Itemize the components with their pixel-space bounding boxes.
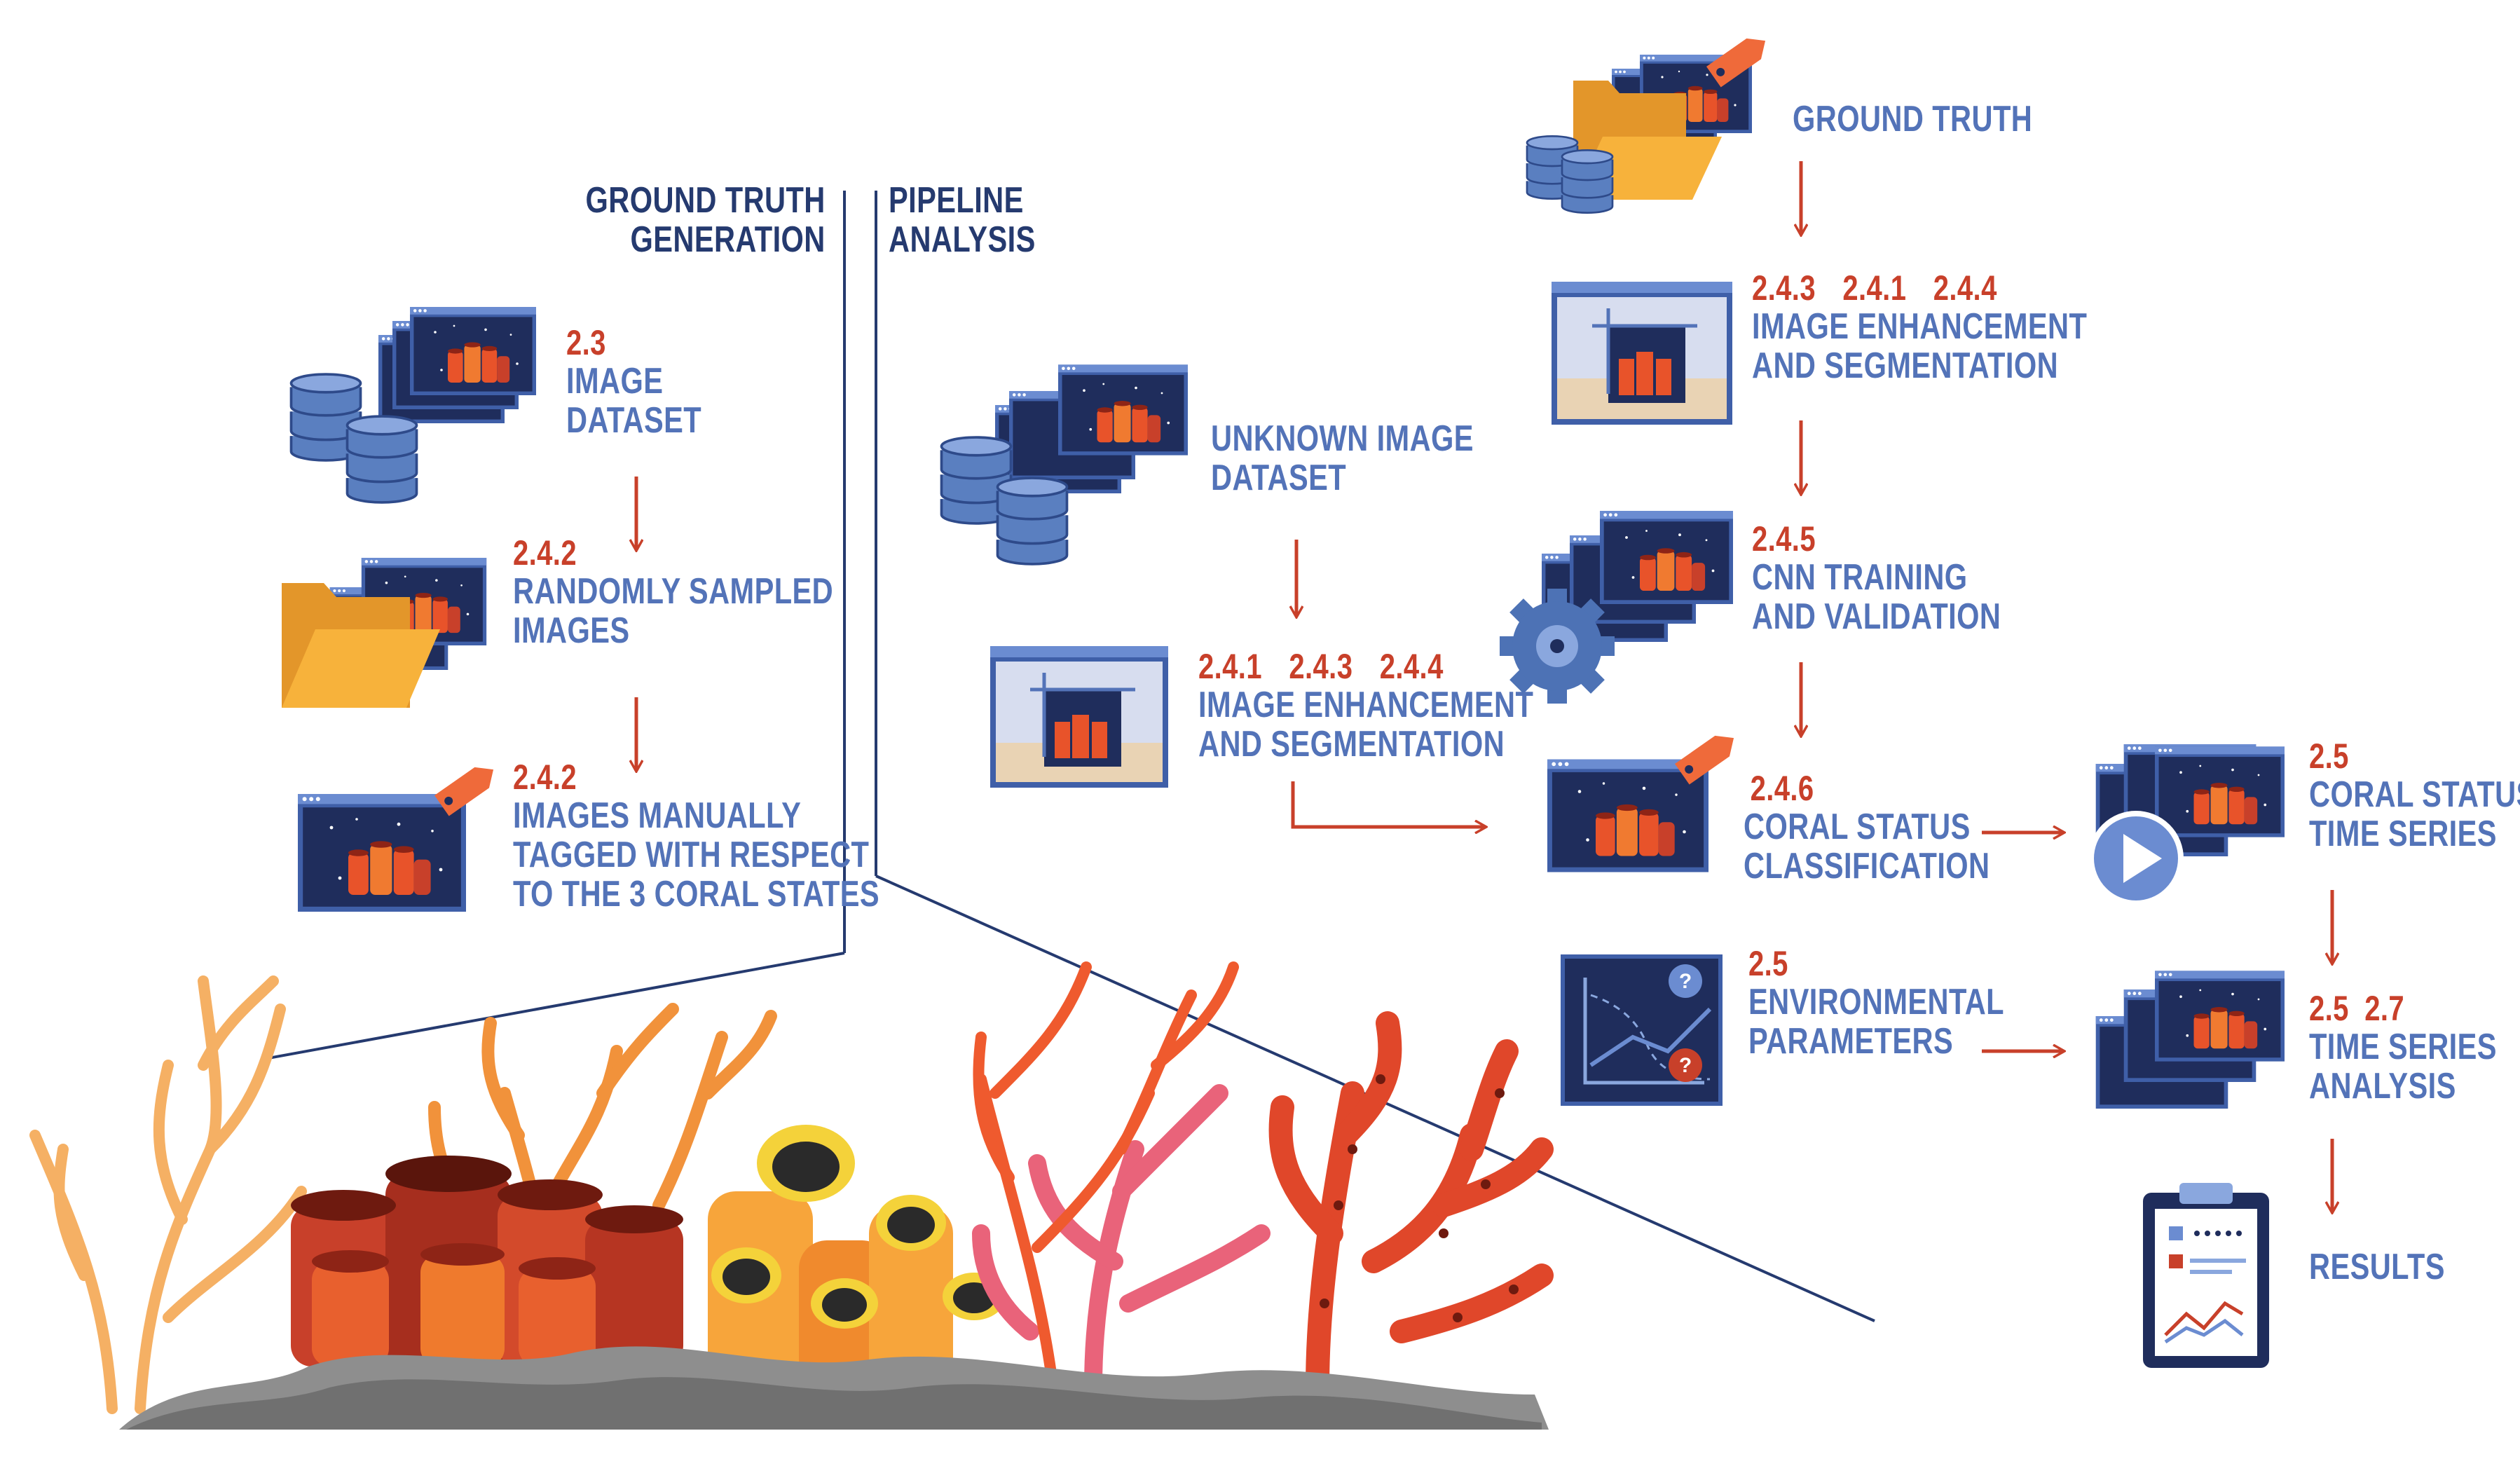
randomly-sampled-block: 2.4.2 RANDOMLY SAMPLED IMAGES <box>513 534 833 650</box>
clipboard-report-icon <box>2143 1183 2269 1368</box>
folder-images-icon <box>282 558 486 708</box>
section-numbers: 2.4.3 2.4.1 2.4.4 <box>1752 269 2087 307</box>
section-number: 2.4.4 <box>1933 268 1997 308</box>
section-number: 2.4.2 <box>513 758 577 797</box>
label-line: IMAGE ENHANCEMENT <box>1198 685 1534 725</box>
section-numbers: 2.4.1 2.4.3 2.4.4 <box>1198 648 1533 685</box>
ground-truth-label: GROUND TRUTH <box>1793 99 2033 139</box>
right-enhancement-block: 2.4.3 2.4.1 2.4.4 IMAGE ENHANCEMENT AND SE… <box>1752 269 2087 385</box>
section-number: 2.4.2 <box>513 533 577 573</box>
environmental-block: 2.5 ENVIRONMENTAL PARAMETERS <box>1748 945 2004 1061</box>
label-line: IMAGES MANUALLY <box>513 795 802 836</box>
coral-reef-illustration <box>29 961 1554 1430</box>
label-line: ENVIRONMENTAL <box>1748 982 2004 1022</box>
header-pipeline-line2: ANALYSIS <box>889 219 1036 261</box>
cnn-block: 2.4.5 CNN TRAINING AND VALIDATION <box>1752 520 2001 636</box>
play-images-icon <box>2088 744 2285 906</box>
section-number: 2.3 <box>566 323 606 362</box>
label-line: TO THE 3 CORAL STATES <box>513 874 880 915</box>
tagged-image-icon <box>298 767 494 912</box>
section-number: 2.5 <box>1748 944 1788 983</box>
label-line: TIME SERIES <box>2309 814 2497 855</box>
header-ground-truth-line1: GROUND TRUTH <box>585 180 826 221</box>
section-number: 2.4.3 <box>1289 647 1353 686</box>
label-line: IMAGE <box>566 361 664 402</box>
svg-text:?: ? <box>1679 970 1692 993</box>
manually-tagged-block: 2.4.2 IMAGES MANUALLY TAGGED WITH RESPEC… <box>513 758 879 914</box>
label-line: AND VALIDATION <box>1752 596 2001 638</box>
label-line: TIME SERIES <box>2309 1027 2497 1067</box>
section-number: 2.4.1 <box>1198 647 1262 686</box>
section-number: 2.4.3 <box>1752 268 1816 308</box>
classification-tagged-icon <box>1547 735 1734 872</box>
flow-arrows <box>636 161 2332 1212</box>
unknown-dataset-icon <box>940 364 1189 566</box>
label-line: CNN TRAINING <box>1752 557 1968 598</box>
image-dataset-icon <box>289 307 537 504</box>
section-numbers: 2.5 2.7 <box>2309 989 2497 1027</box>
label-line: ANALYSIS <box>2309 1066 2456 1107</box>
label-line: UNKNOWN IMAGE <box>1211 418 1474 459</box>
time-series-block: 2.5 CORAL STATUS TIME SERIES <box>2309 737 2520 854</box>
gear-images-icon <box>1500 511 1733 704</box>
section-number: 2.5 <box>2309 737 2349 776</box>
section-number: 2.7 <box>2364 989 2405 1028</box>
label-line: AND SEGMENTATION <box>1198 724 1505 765</box>
section-number: 2.4.4 <box>1379 647 1444 686</box>
header-ground-truth-line2: GENERATION <box>630 219 826 261</box>
arrow-enhancement-to-classification <box>1291 781 1486 827</box>
segmentation-window-icon-left <box>990 646 1168 788</box>
section-number: 2.4.5 <box>1752 519 1816 559</box>
ground-truth-db-folder-icon <box>1526 38 1766 214</box>
label-line: PARAMETERS <box>1748 1021 1954 1062</box>
label-line: CLASSIFICATION <box>1744 846 1990 887</box>
label-line: CORAL STATUS <box>2309 774 2520 815</box>
section-number: 2.4.6 <box>1750 769 1814 808</box>
segmentation-window-icon-right <box>1552 282 1732 425</box>
layered-images-icon <box>2095 971 2285 1109</box>
section-number: 2.4.1 <box>1842 268 1907 308</box>
chart-question-icon: ? ? <box>1561 954 1723 1106</box>
label-line: CORAL STATUS <box>1744 807 1971 847</box>
label-line: IMAGE ENHANCEMENT <box>1752 306 2088 347</box>
label-line: TAGGED WITH RESPECT <box>513 835 870 876</box>
results-label: RESULTS <box>2309 1247 2445 1287</box>
label-line: DATASET <box>566 400 702 441</box>
ground-truth-header <box>843 191 877 953</box>
divider-left-diagonal <box>260 952 845 1061</box>
classification-block: 2.4.6 CORAL STATUS CLASSIFICATION <box>1744 769 1990 886</box>
image-dataset-block: 2.3 IMAGE DATASET <box>566 324 701 440</box>
label-line: DATASET <box>1211 458 1347 499</box>
header-pipeline-analysis: PIPELINE ANALYSIS <box>889 181 1036 259</box>
label-line: IMAGES <box>513 610 630 652</box>
header-ground-truth-generation: GROUND TRUTH GENERATION <box>586 181 826 259</box>
label-line: RANDOMLY SAMPLED <box>513 571 834 612</box>
pipeline-enhancement-block: 2.4.1 2.4.3 2.4.4 IMAGE ENHANCEMENT AND SE… <box>1198 648 1533 764</box>
label-line: AND SEGMENTATION <box>1752 345 2059 387</box>
svg-text:?: ? <box>1679 1054 1692 1077</box>
section-number: 2.5 <box>2309 989 2349 1028</box>
unknown-dataset-block: UNKNOWN IMAGE DATASET <box>1211 419 1474 498</box>
header-pipeline-line1: PIPELINE <box>889 180 1024 221</box>
analysis-block: 2.5 2.7 TIME SERIES ANALYSIS <box>2309 989 2497 1106</box>
